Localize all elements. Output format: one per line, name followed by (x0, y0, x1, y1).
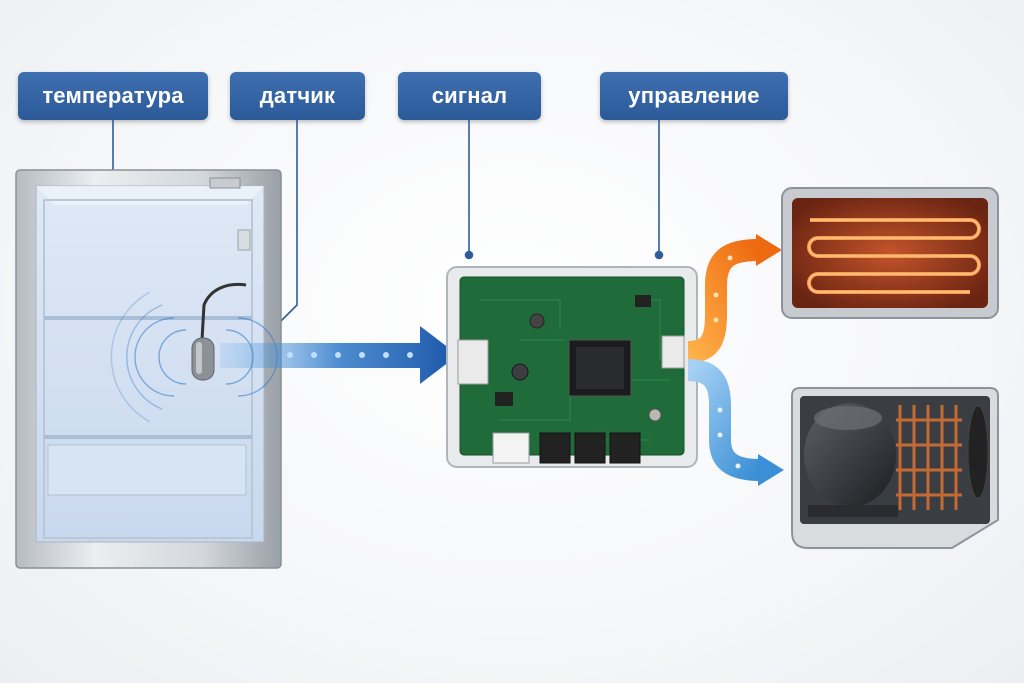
label-sensor: датчик (230, 72, 365, 120)
refrigerator (15, 169, 282, 569)
controller-board (446, 266, 698, 468)
heater-arrow (687, 234, 782, 363)
compressor-arrow (687, 359, 784, 486)
compressor (791, 387, 999, 549)
label-signal: сигнал (398, 72, 541, 120)
heater (781, 187, 999, 319)
label-temperature: температура (18, 72, 208, 120)
label-control: управление (600, 72, 788, 120)
signal-arrow (220, 326, 458, 384)
temperature-sensor-probe (191, 282, 247, 381)
